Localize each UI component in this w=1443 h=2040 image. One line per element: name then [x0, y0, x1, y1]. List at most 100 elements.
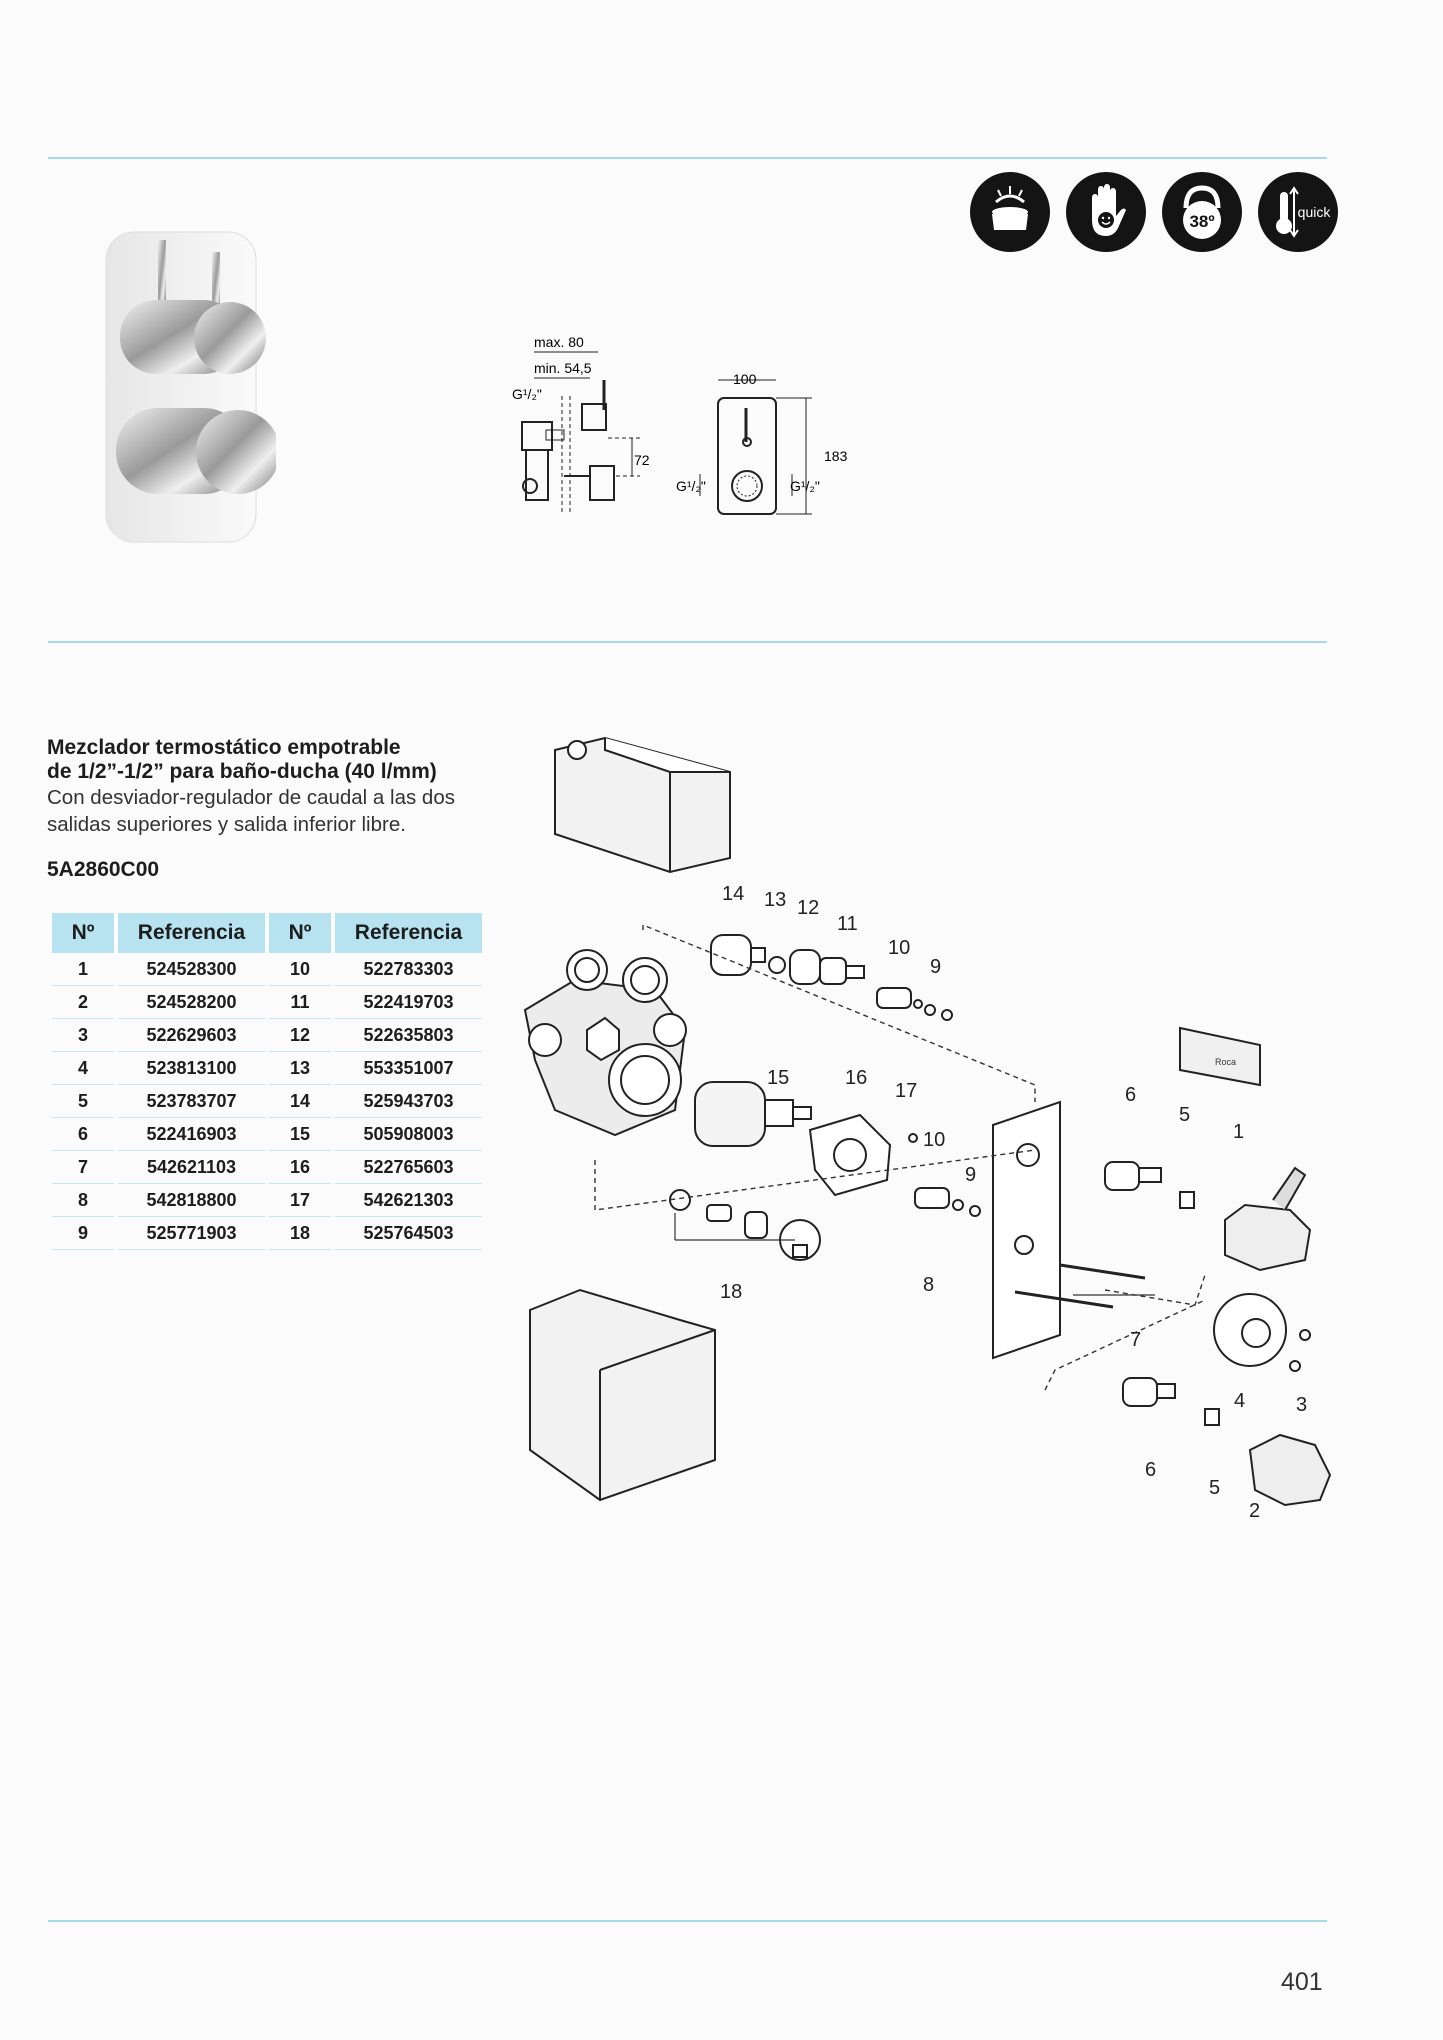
cell: 524528300 — [118, 953, 265, 986]
callout-16: 16 — [845, 1067, 867, 1089]
table-header-row: Nº Referencia Nº Referencia — [52, 913, 482, 953]
safety-hand-icon — [1066, 172, 1146, 252]
col-header-no-2: Nº — [269, 913, 331, 953]
cell: 522635803 — [335, 1019, 482, 1052]
cell: 3 — [52, 1019, 114, 1052]
cell: 525771903 — [118, 1217, 265, 1250]
cell: 524528200 — [118, 986, 265, 1019]
cell: 522765603 — [335, 1151, 482, 1184]
callout-7: 7 — [1130, 1329, 1141, 1351]
cell: 522629603 — [118, 1019, 265, 1052]
cell: 522416903 — [118, 1118, 265, 1151]
callout-5a: 5 — [1179, 1104, 1190, 1126]
dimension-drawing: max. 80 min. 54,5 G¹/₂" 72 100 183 G¹/₂"… — [500, 326, 860, 531]
dim-183: 183 — [824, 448, 848, 464]
middle-rule — [48, 641, 1327, 643]
dim-100: 100 — [733, 371, 757, 387]
feature-icons: 38º quick — [970, 172, 1338, 252]
product-photo — [96, 222, 280, 587]
dim-max: max. 80 — [534, 334, 584, 350]
cell: 14 — [269, 1085, 331, 1118]
cell: 6 — [52, 1118, 114, 1151]
dim-g-right: G¹/₂" — [790, 478, 820, 494]
cell: 522419703 — [335, 986, 482, 1019]
cell: 9 — [52, 1217, 114, 1250]
cell: 522783303 — [335, 953, 482, 986]
product-title-line2: de 1/2”-1/2” para baño-ducha (40 l/mm) — [47, 760, 437, 783]
callout-12: 12 — [797, 897, 819, 919]
exploded-diagram: Roca 14 13 12 — [515, 730, 1335, 1555]
callout-6a: 6 — [1125, 1084, 1136, 1106]
cell: 5 — [52, 1085, 114, 1118]
top-rule — [48, 157, 1327, 159]
cell: 525943703 — [335, 1085, 482, 1118]
callout-9a: 9 — [930, 956, 941, 978]
callout-15: 15 — [767, 1067, 789, 1089]
cell: 11 — [269, 986, 331, 1019]
callout-2: 2 — [1249, 1500, 1260, 1522]
callout-18: 18 — [720, 1281, 742, 1303]
dim-g-left: G¹/₂" — [676, 478, 706, 494]
quick-label: quick — [1298, 204, 1332, 220]
callout-11: 11 — [837, 913, 858, 935]
col-header-ref-2: Referencia — [335, 913, 482, 953]
cell: 12 — [269, 1019, 331, 1052]
cell: 17 — [269, 1184, 331, 1217]
dim-min: min. 54,5 — [534, 360, 592, 376]
page-number: 401 — [1281, 1968, 1323, 1996]
cell: 10 — [269, 953, 331, 986]
cell: 505908003 — [335, 1118, 482, 1151]
dim-72: 72 — [634, 452, 650, 468]
callout-10b: 10 — [923, 1129, 945, 1151]
cell: 1 — [52, 953, 114, 986]
quick-thermometer-icon: quick — [1258, 172, 1338, 252]
cell: 542818800 — [118, 1184, 265, 1217]
callout-10a: 10 — [888, 937, 910, 959]
product-desc-line1: Con desviador-regulador de caudal a las … — [47, 786, 455, 809]
callout-14: 14 — [722, 883, 744, 905]
col-header-no-1: Nº — [52, 913, 114, 953]
cell: 13 — [269, 1052, 331, 1085]
bottom-rule — [48, 1920, 1327, 1922]
cell: 4 — [52, 1052, 114, 1085]
callout-5b: 5 — [1209, 1477, 1220, 1499]
dim-g1: G¹/₂" — [512, 386, 542, 402]
product-header: Mezclador termostático empotrable de 1/2… — [47, 736, 527, 838]
callout-9b: 9 — [965, 1164, 976, 1186]
cell: 525764503 — [335, 1217, 482, 1250]
product-desc-line2: salidas superiores y salida inferior lib… — [47, 813, 406, 836]
cell: 8 — [52, 1184, 114, 1217]
callout-17: 17 — [895, 1080, 917, 1102]
cell: 523783707 — [118, 1085, 265, 1118]
callout-3: 3 — [1296, 1394, 1307, 1416]
callout-4: 4 — [1234, 1390, 1245, 1412]
cell: 2 — [52, 986, 114, 1019]
cell: 523813100 — [118, 1052, 265, 1085]
cell: 15 — [269, 1118, 331, 1151]
thermostat-value: 38º — [1189, 212, 1214, 231]
callout-1: 1 — [1233, 1121, 1244, 1143]
product-title-line1: Mezclador termostático empotrable — [47, 736, 401, 759]
thermostat-38-icon: 38º — [1162, 172, 1242, 252]
product-code: 5A2860C00 — [47, 858, 160, 881]
cell: 18 — [269, 1217, 331, 1250]
col-header-ref-1: Referencia — [118, 913, 265, 953]
cell: 542621103 — [118, 1151, 265, 1184]
cocoon-icon — [970, 172, 1050, 252]
cell: 553351007 — [335, 1052, 482, 1085]
brand-label: Roca — [1215, 1057, 1236, 1067]
cell: 7 — [52, 1151, 114, 1184]
cell: 16 — [269, 1151, 331, 1184]
callout-13: 13 — [764, 889, 786, 911]
callout-8: 8 — [923, 1274, 934, 1296]
